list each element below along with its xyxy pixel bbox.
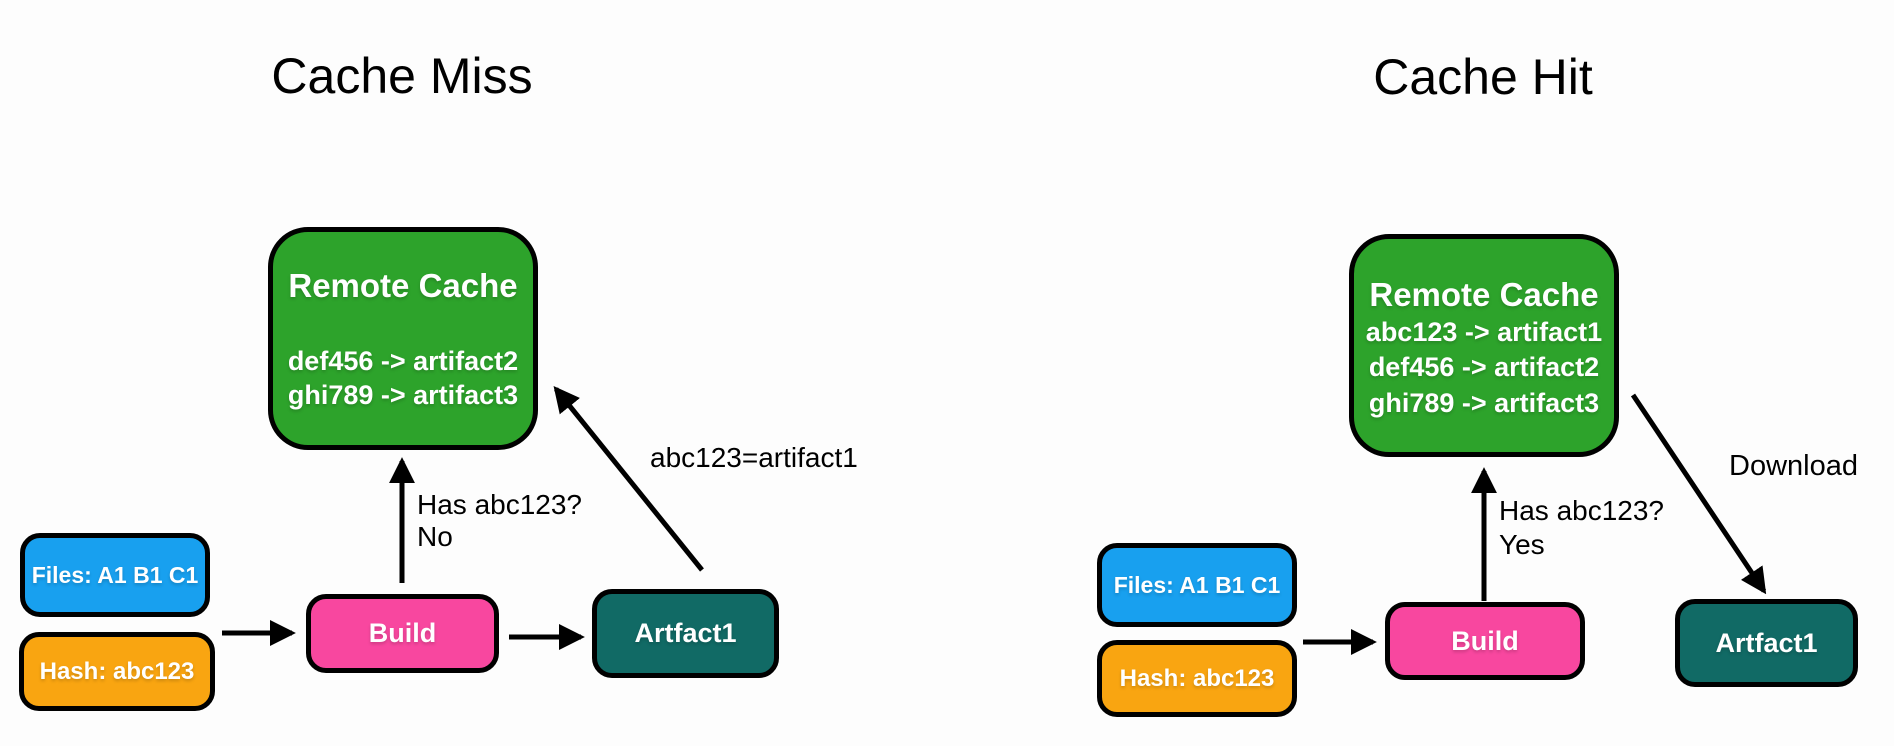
remote-cache-entries: abc123 -> artifact1 def456 -> artifact2 … <box>1354 315 1614 421</box>
hash-box-hit: Hash: abc123 <box>1097 640 1297 717</box>
download-label: Download <box>1729 450 1858 482</box>
build-box-miss: Build <box>306 594 499 673</box>
build-box-hit: Build <box>1385 602 1585 680</box>
cache-entry: def456 -> artifact2 <box>287 346 519 376</box>
remote-cache-title: Remote Cache <box>288 267 518 304</box>
artifact-box-miss: Artfact1 <box>592 589 779 678</box>
cache-entry: ghi789 -> artifact3 <box>1368 388 1600 418</box>
has-abc123-yes-label: Has abc123? Yes <box>1499 495 1665 560</box>
files-box-hit: Files: A1 B1 C1 <box>1097 543 1297 627</box>
remote-cache-title: Remote Cache <box>1369 276 1599 313</box>
hash-box-miss: Hash: abc123 <box>19 632 215 711</box>
cache-entry: def456 -> artifact2 <box>1368 352 1600 382</box>
files-box-miss: Files: A1 B1 C1 <box>20 533 210 617</box>
remote-cache-box-miss: Remote Cache def456 -> artifact2 ghi789 … <box>268 227 538 450</box>
cache-miss-title: Cache Miss <box>271 48 533 104</box>
remote-cache-entries: def456 -> artifact2 ghi789 -> artifact3 <box>273 344 533 412</box>
has-abc123-no-label: Has abc123? No <box>417 489 583 552</box>
upload-label: abc123=artifact1 <box>650 442 858 473</box>
cache-hit-title: Cache Hit <box>1373 49 1593 105</box>
cache-entry: ghi789 -> artifact3 <box>287 380 519 410</box>
artifact-box-hit: Artfact1 <box>1675 599 1858 687</box>
remote-cache-box-hit: Remote Cache abc123 -> artifact1 def456 … <box>1349 234 1619 457</box>
cache-entry: abc123 -> artifact1 <box>1365 317 1603 347</box>
